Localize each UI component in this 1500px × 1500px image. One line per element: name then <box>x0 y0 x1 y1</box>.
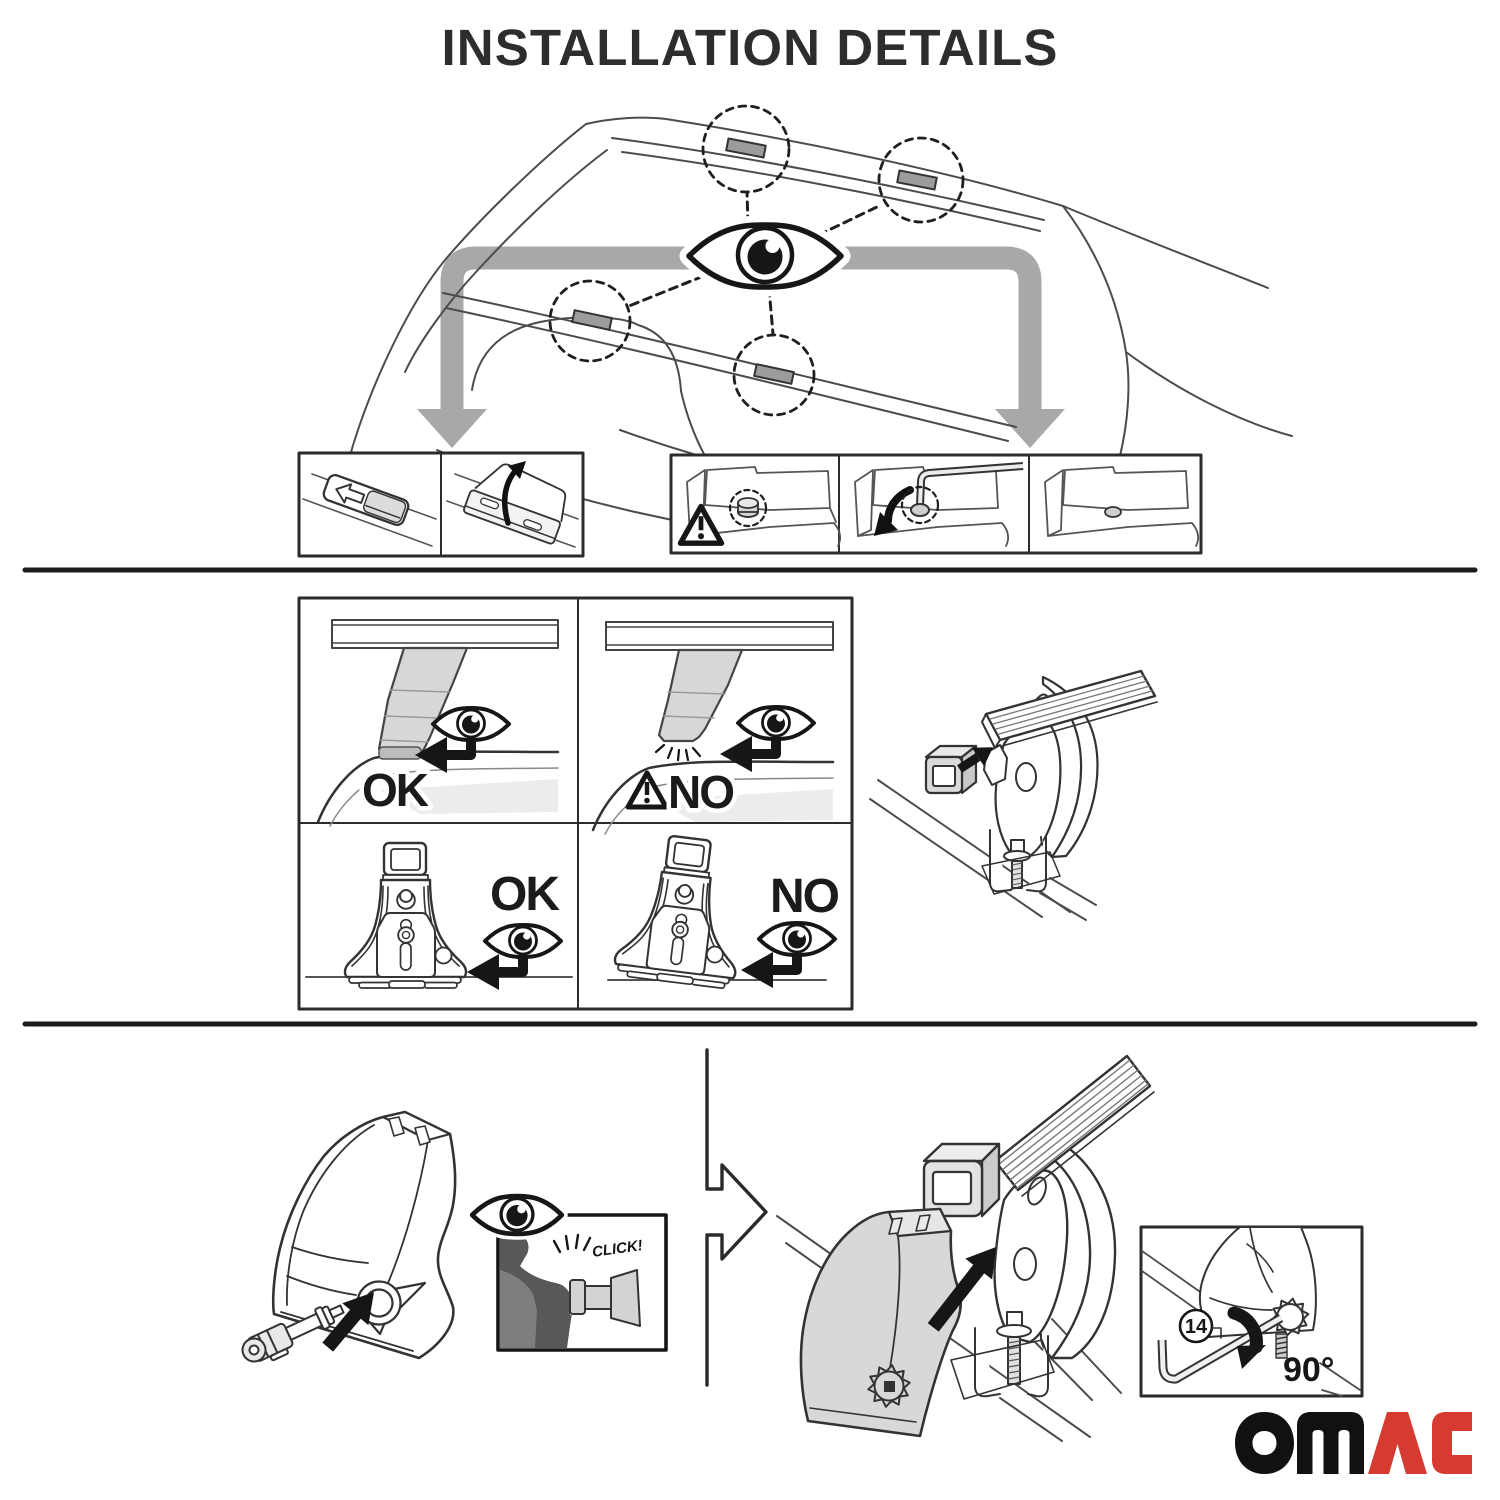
svg-text:INSTALLATION DETAILS: INSTALLATION DETAILS <box>442 19 1059 76</box>
svg-text:OK: OK <box>490 868 560 921</box>
svg-text:CLICK!: CLICK! <box>591 1237 644 1261</box>
svg-text:14: 14 <box>1185 1316 1208 1338</box>
svg-text:OK: OK <box>362 764 429 816</box>
svg-text:90°: 90° <box>1283 1351 1334 1389</box>
svg-text:NO: NO <box>668 766 733 818</box>
svg-text:NO: NO <box>770 870 839 923</box>
